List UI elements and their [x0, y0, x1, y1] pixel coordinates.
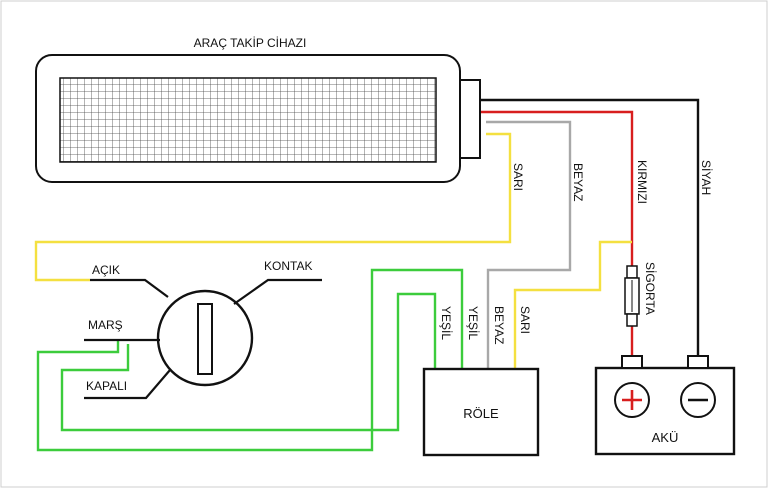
- label-kapali: KAPALI: [86, 379, 127, 393]
- label-kirmizi: KIRMIZI: [635, 160, 649, 204]
- battery-label: AKÜ: [652, 430, 679, 445]
- label-sari: SARI: [511, 163, 525, 191]
- device-title: ARAÇ TAKİP CİHAZI: [194, 36, 307, 50]
- device-display-grid: [59, 77, 437, 163]
- wire-gray: [486, 120, 572, 369]
- label-kontak: KONTAK: [264, 259, 312, 273]
- wire-yellow-relay: [513, 240, 632, 369]
- battery: [594, 355, 736, 456]
- relay-box: [422, 367, 540, 457]
- battery-positive-terminal: [621, 355, 643, 369]
- label-beyaz: BEYAZ: [571, 163, 585, 201]
- label-acik: AÇIK: [92, 263, 120, 277]
- wire-black: [478, 98, 700, 357]
- ignition-switch: [84, 278, 322, 400]
- label-sigorta: SİGORTA: [643, 262, 657, 315]
- relay-pin-sari: SARI: [518, 306, 532, 334]
- plus-icon: [614, 382, 650, 418]
- wire-green-kapali: [60, 292, 437, 432]
- label-siyah: SİYAH: [699, 160, 713, 195]
- fuse: [624, 265, 640, 327]
- relay-label: RÖLE: [463, 406, 499, 421]
- ignition-key-slot: [197, 303, 213, 375]
- wire-green-mars: [36, 268, 464, 452]
- tracking-device: [35, 54, 481, 183]
- minus-icon: [680, 382, 716, 418]
- battery-negative-terminal: [687, 355, 709, 369]
- device-connector: [459, 79, 481, 159]
- relay-pin-beyaz: BEYAZ: [492, 306, 506, 344]
- label-mars: MARŞ: [88, 318, 123, 332]
- wire-yellow-acik: [34, 132, 512, 282]
- wire-red-top: [478, 110, 634, 266]
- relay-pin-yesil-2: YEŞİL: [466, 306, 480, 340]
- relay-pin-yesil-1: YEŞİL: [439, 306, 453, 340]
